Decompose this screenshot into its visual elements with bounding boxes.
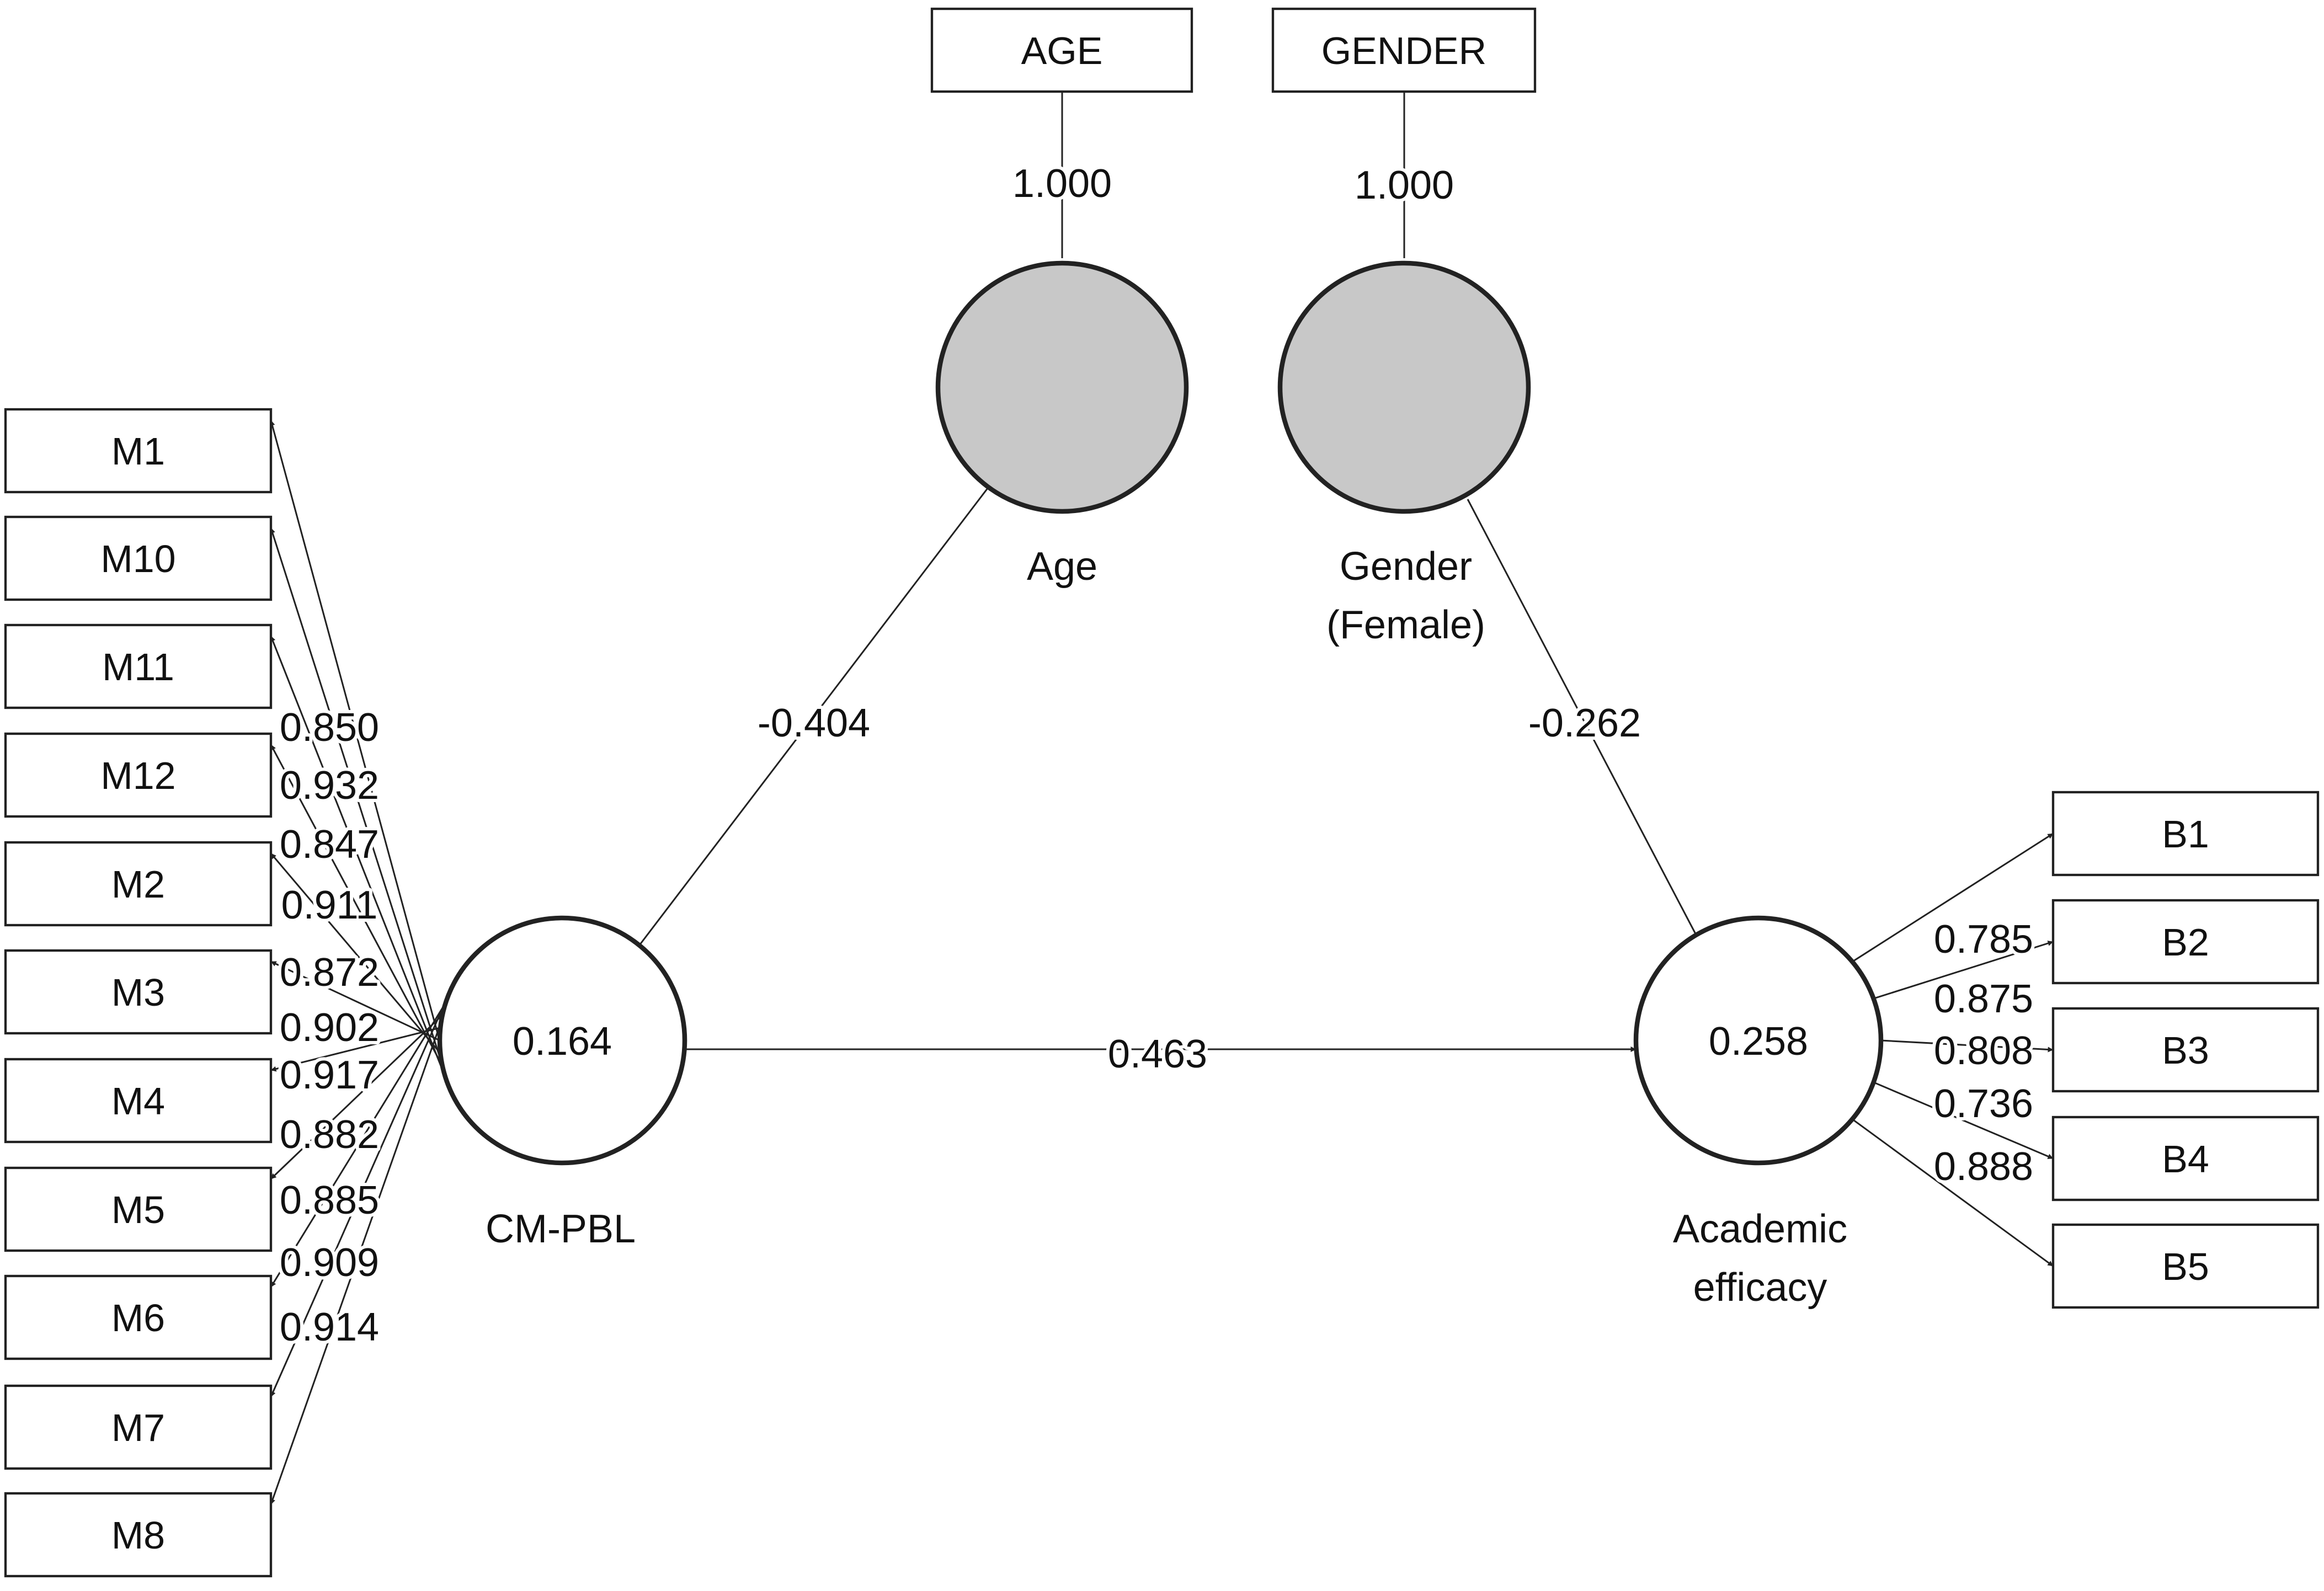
loading-m11: 0.847 <box>280 823 379 867</box>
indicator-box-m3-label: M3 <box>111 971 165 1014</box>
loading-m8: 0.914 <box>280 1305 379 1349</box>
path-gender-to-academic-efficacy <box>1467 499 1702 944</box>
indicator-box-m8-label: M8 <box>111 1514 165 1557</box>
indicator-box-b2 <box>2051 899 2320 985</box>
cm-pbl-construct-label: CM-PBL <box>486 1207 636 1251</box>
loading-b1: 0.785 <box>1934 917 2033 962</box>
academic-efficacy-construct-circle <box>1633 915 1884 1166</box>
loading-line-b4 <box>1873 1081 2054 1160</box>
indicator-gender-box-label: GENDER <box>1321 29 1486 72</box>
indicator-box-m6 <box>4 1274 273 1360</box>
loading-line-m8 <box>270 979 457 1505</box>
indicator-box-m2 <box>4 841 273 927</box>
academic-efficacy-label-line1: Academic <box>1673 1207 1847 1251</box>
loading-b2: 0.875 <box>1934 977 2033 1021</box>
gender-construct-circle <box>1277 260 1531 514</box>
loading-line-m3 <box>270 960 440 1042</box>
loading-b5: 0.888 <box>1934 1145 2033 1189</box>
indicator-box-m7-label: M7 <box>111 1406 165 1449</box>
loading-line-m11 <box>270 636 447 1079</box>
loading-line-b5 <box>1852 1118 2054 1267</box>
indicator-gender-box <box>1271 7 1537 93</box>
indicator-box-b5 <box>2051 1223 2320 1309</box>
loading-line-b3 <box>1880 1039 2054 1053</box>
indicator-box-m4-label: M4 <box>111 1080 165 1123</box>
indicator-box-m1 <box>4 408 273 494</box>
loading-line-m2 <box>270 853 441 1054</box>
indicator-box-b4-label: B4 <box>2162 1138 2209 1181</box>
indicator-box-b1-label: B1 <box>2162 813 2209 856</box>
loading-line-m4 <box>270 1027 441 1072</box>
indicator-box-m10 <box>4 515 273 601</box>
gender-construct-label-line1: Gender <box>1340 544 1472 589</box>
academic-efficacy-r2-value: 0.258 <box>1709 1019 1808 1064</box>
loading-b4: 0.736 <box>1934 1082 2033 1126</box>
indicator-box-b3 <box>2051 1007 2320 1093</box>
loading-m4: 0.917 <box>280 1053 379 1097</box>
indicator-box-m7 <box>4 1384 273 1470</box>
cm-pbl-r2-value: 0.164 <box>513 1019 612 1064</box>
indicator-box-m12 <box>4 732 273 818</box>
loading-b3: 0.808 <box>1934 1029 2033 1073</box>
gender-construct-label-line2: (Female) <box>1326 603 1485 647</box>
age-construct-circle <box>935 260 1189 514</box>
loading-m7: 0.909 <box>280 1241 379 1285</box>
coef-age-to-cm-pbl: -0.404 <box>758 701 870 745</box>
indicator-box-b4 <box>2051 1115 2320 1202</box>
indicator-box-m11 <box>4 623 273 709</box>
loading-m2: 0.872 <box>280 951 379 995</box>
path-age-to-cm-pbl <box>633 488 989 952</box>
coef-cm-pbl-to-academic-efficacy: 0.463 <box>1108 1032 1207 1076</box>
indicator-box-b3-label: B3 <box>2162 1029 2209 1072</box>
nodes <box>4 7 2320 1578</box>
loading-line-b2 <box>1873 941 2054 1000</box>
academic-efficacy-label-line2: efficacy <box>1693 1266 1827 1310</box>
indicator-age-box <box>930 7 1193 93</box>
loading-line-m1 <box>269 420 457 1102</box>
loading-m10: 0.932 <box>280 764 379 808</box>
age-construct-label: Age <box>1027 544 1097 589</box>
indicator-age-box-label: AGE <box>1021 29 1103 72</box>
loading-line-m6 <box>270 1002 447 1288</box>
loading-m5: 0.882 <box>280 1113 379 1157</box>
indicator-box-m3 <box>4 949 273 1035</box>
loading-m12: 0.911 <box>281 883 378 927</box>
coef-gender-to-academic-efficacy: -0.262 <box>1528 701 1641 745</box>
loading-line-b1 <box>1852 832 2054 963</box>
indicator-box-b2-label: B2 <box>2162 921 2209 964</box>
indicator-box-m4 <box>4 1058 273 1144</box>
indicator-box-m5-label: M5 <box>111 1188 165 1231</box>
indicator-box-b5-label: B5 <box>2162 1245 2209 1288</box>
indicator-box-m8 <box>4 1492 273 1578</box>
loading-line-m12 <box>270 744 444 1066</box>
loading-line-m5 <box>270 1014 443 1180</box>
gender-loading-label: 1.000 <box>1355 163 1454 207</box>
indicator-box-m6-label: M6 <box>111 1296 165 1339</box>
connections <box>269 92 2054 1505</box>
indicator-box-m11-label: M11 <box>102 645 174 688</box>
loading-m3: 0.902 <box>280 1006 379 1050</box>
loading-m1: 0.850 <box>280 706 379 750</box>
loading-m6: 0.885 <box>280 1178 379 1222</box>
indicator-box-m2-label: M2 <box>111 863 165 906</box>
indicator-box-m12-label: M12 <box>100 754 175 797</box>
loading-line-m7 <box>270 990 451 1397</box>
indicator-box-m1-label: M1 <box>111 430 165 473</box>
indicator-box-m5 <box>4 1166 273 1252</box>
indicator-box-m10-label: M10 <box>100 537 175 580</box>
indicator-box-b1 <box>2051 791 2320 877</box>
loading-line-m10 <box>270 527 451 1091</box>
cm-pbl-construct-circle <box>437 915 687 1166</box>
age-loading-label: 1.000 <box>1012 162 1112 206</box>
